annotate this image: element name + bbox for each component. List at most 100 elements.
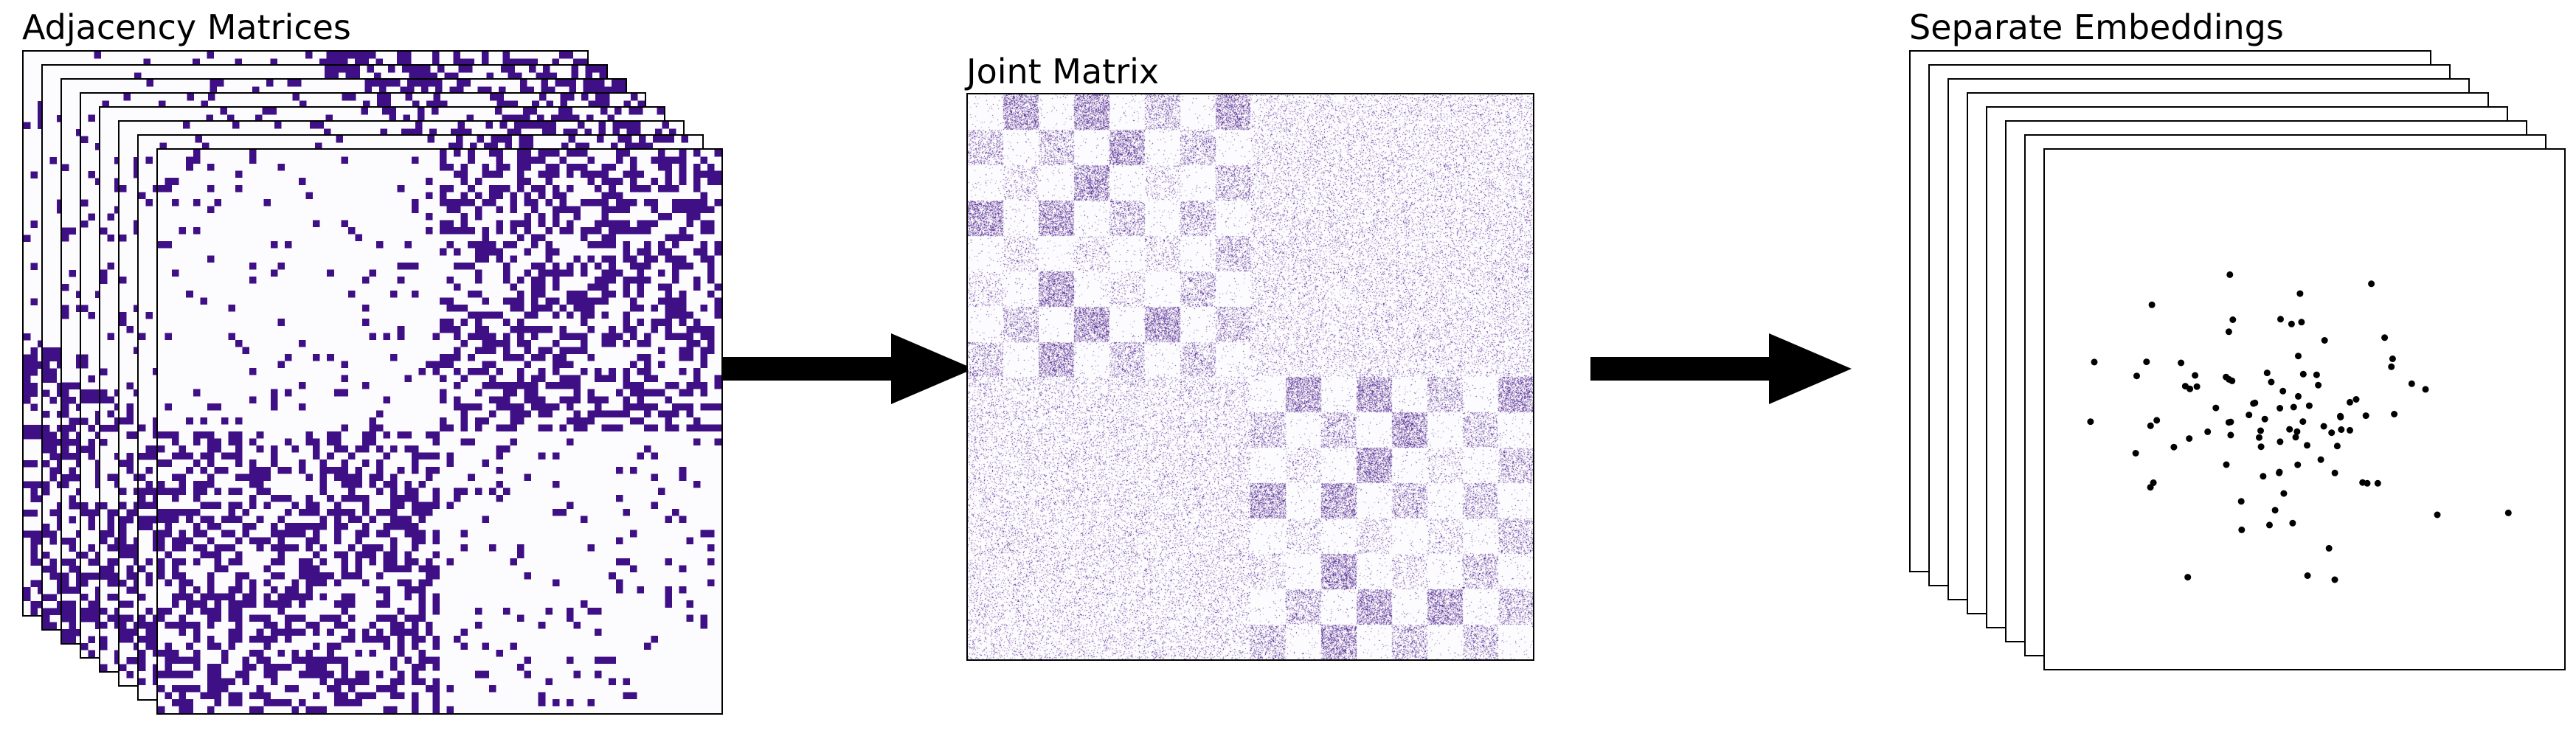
edge-cell [69, 227, 77, 235]
edge-cell [30, 558, 38, 566]
edge-cell [458, 66, 465, 73]
edge-cell [43, 389, 50, 397]
edge-cell [62, 382, 69, 390]
edge-cell [38, 481, 45, 489]
edge-cell [402, 66, 409, 73]
edge-cell [449, 86, 457, 94]
edge-cell [49, 537, 58, 545]
edge-cell [372, 80, 379, 87]
edge-cell [547, 86, 555, 94]
edge-cell [519, 80, 527, 87]
edge-cell [143, 58, 150, 66]
edge-cell [43, 431, 50, 440]
edge-cell [62, 572, 69, 580]
edge-cell [57, 439, 64, 446]
edge-cell [43, 459, 50, 468]
edge-cell [38, 340, 45, 348]
edge-cell [38, 537, 45, 545]
edge-cell [451, 72, 459, 80]
edge-cell [590, 80, 598, 87]
edge-cell [404, 58, 412, 66]
edge-cell [331, 72, 339, 80]
edge-cell [435, 80, 443, 87]
edge-cell [76, 361, 83, 369]
edge-cell [49, 566, 58, 573]
edge-cell [400, 86, 407, 94]
edge-cell [30, 495, 38, 503]
edge-cell [30, 431, 38, 440]
edge-cell [24, 375, 31, 383]
edge-cell [49, 396, 58, 404]
edge-cell [69, 453, 77, 460]
edge-cell [49, 347, 58, 355]
edge-cell [24, 586, 31, 594]
edge-cell [333, 52, 341, 59]
edge-cell [76, 417, 83, 425]
edge-cell [49, 368, 58, 376]
edge-cell [364, 86, 373, 94]
edge-cell [354, 52, 362, 59]
edge-cell [38, 431, 45, 440]
edge-cell [611, 86, 619, 94]
edge-cell [456, 86, 464, 94]
edge-cell [331, 66, 339, 73]
edge-cell [30, 509, 38, 517]
edge-cell [30, 298, 38, 305]
edge-cell [406, 86, 415, 94]
edge-cell [76, 473, 83, 482]
edge-cell [94, 52, 102, 59]
edge-cell [585, 72, 592, 80]
edge-cell [76, 445, 83, 454]
edge-cell [43, 608, 50, 615]
edge-cell [43, 481, 50, 488]
edge-cell [508, 66, 515, 73]
edge-cell [62, 312, 69, 319]
edge-cell [432, 58, 440, 66]
edge-cell [590, 86, 598, 94]
edge-cell [397, 52, 404, 59]
edge-cell [43, 523, 50, 531]
edge-cell [552, 58, 559, 66]
edge-cell [571, 66, 578, 73]
edge-cell [508, 72, 515, 80]
edge-cell [43, 614, 50, 622]
edge-cell [62, 445, 69, 454]
edge-cell [38, 361, 45, 369]
edge-cell [69, 608, 77, 615]
edge-cell [76, 459, 83, 468]
edge-cell [76, 453, 83, 460]
edge-cell [428, 80, 436, 87]
edge-cell [134, 72, 142, 80]
edge-cell [62, 586, 69, 594]
edge-cell [536, 72, 544, 80]
edge-cell [583, 80, 591, 87]
edge-cell [550, 72, 558, 80]
edge-cell [345, 72, 353, 80]
edge-cell [599, 72, 606, 80]
edge-cell [62, 439, 69, 446]
edge-cell [416, 66, 423, 73]
edge-cell [558, 52, 567, 59]
edge-cell [62, 389, 69, 397]
edge-cell [38, 114, 45, 122]
edge-cell [57, 467, 64, 474]
edge-cell [30, 600, 38, 608]
edge-cell [30, 221, 38, 228]
edge-cell [597, 86, 605, 94]
edge-cell [30, 488, 38, 496]
edge-cell [49, 622, 58, 629]
edge-cell [43, 439, 50, 446]
edge-cell [43, 354, 50, 362]
edge-cell [569, 86, 577, 94]
edge-cell [69, 622, 77, 629]
edge-cell [618, 86, 626, 94]
edge-cell [57, 580, 64, 587]
edge-cell [49, 473, 58, 482]
edge-cell [430, 72, 437, 80]
edge-cell [354, 58, 362, 66]
edge-cell [572, 58, 581, 66]
edge-cell [486, 72, 494, 80]
edge-cell [62, 164, 69, 172]
edge-cell [76, 439, 83, 446]
edge-cell [287, 80, 295, 87]
